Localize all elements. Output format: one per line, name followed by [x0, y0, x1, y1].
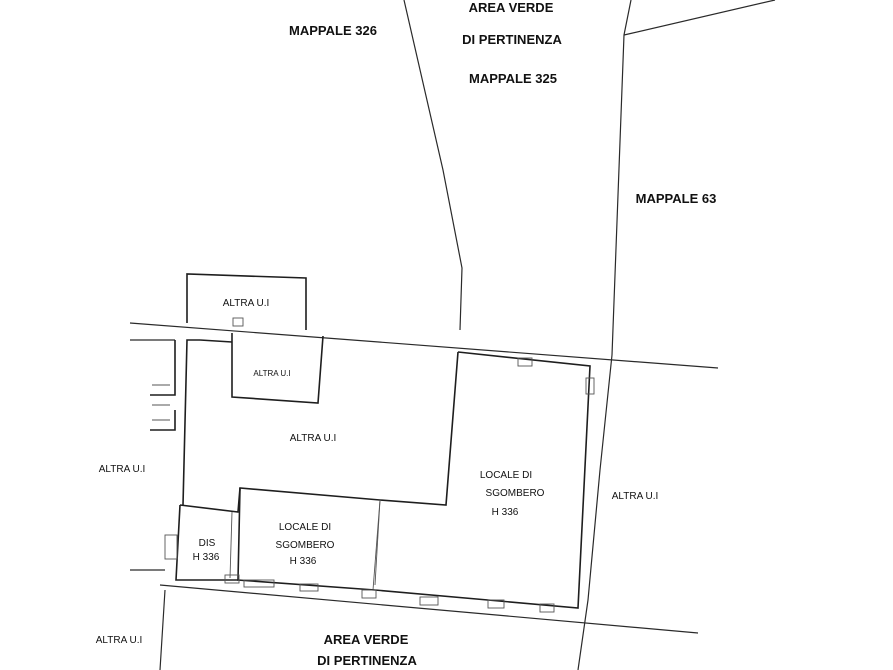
altra-ui-top-room	[186, 273, 307, 330]
label-locale-mid-h: H 336	[290, 556, 317, 567]
label-di-pertinenza-bottom: DI PERTINENZA	[317, 653, 417, 668]
label-dis-h: H 336	[193, 552, 220, 563]
left-wall-structure	[150, 340, 176, 431]
label-locale-mid-1: LOCALE DI	[279, 522, 331, 533]
label-area-verde-bottom: AREA VERDE	[324, 632, 409, 647]
dis-room	[164, 504, 240, 584]
locale-sgombero-right-room	[372, 351, 595, 613]
label-altra-ui-left: ALTRA U.I	[99, 464, 146, 475]
label-dis: DIS	[199, 538, 216, 549]
label-locale-right-1: LOCALE DI	[480, 470, 532, 481]
altra-ui-center-room	[179, 339, 459, 513]
parcel-boundaries	[129, 0, 776, 670]
label-locale-mid-2: SGOMBERO	[276, 540, 335, 551]
label-altra-ui-right: ALTRA U.I	[612, 491, 659, 502]
label-mappale-63: MAPPALE 63	[636, 191, 717, 206]
altra-ui-small-room	[231, 333, 324, 404]
label-altra-ui-center: ALTRA U.I	[290, 433, 337, 444]
label-mappale-325: MAPPALE 325	[469, 71, 557, 86]
label-altra-ui-small: ALTRA U.I	[253, 369, 290, 378]
label-altra-ui-bottom-left: ALTRA U.I	[96, 635, 143, 646]
label-di-pertinenza-top: DI PERTINENZA	[462, 32, 562, 47]
label-area-verde-top: AREA VERDE	[469, 0, 554, 15]
label-altra-ui-top: ALTRA U.I	[223, 298, 270, 309]
label-locale-right-2: SGOMBERO	[486, 488, 545, 499]
label-locale-right-h: H 336	[492, 507, 519, 518]
label-mappale-326: MAPPALE 326	[289, 23, 377, 38]
